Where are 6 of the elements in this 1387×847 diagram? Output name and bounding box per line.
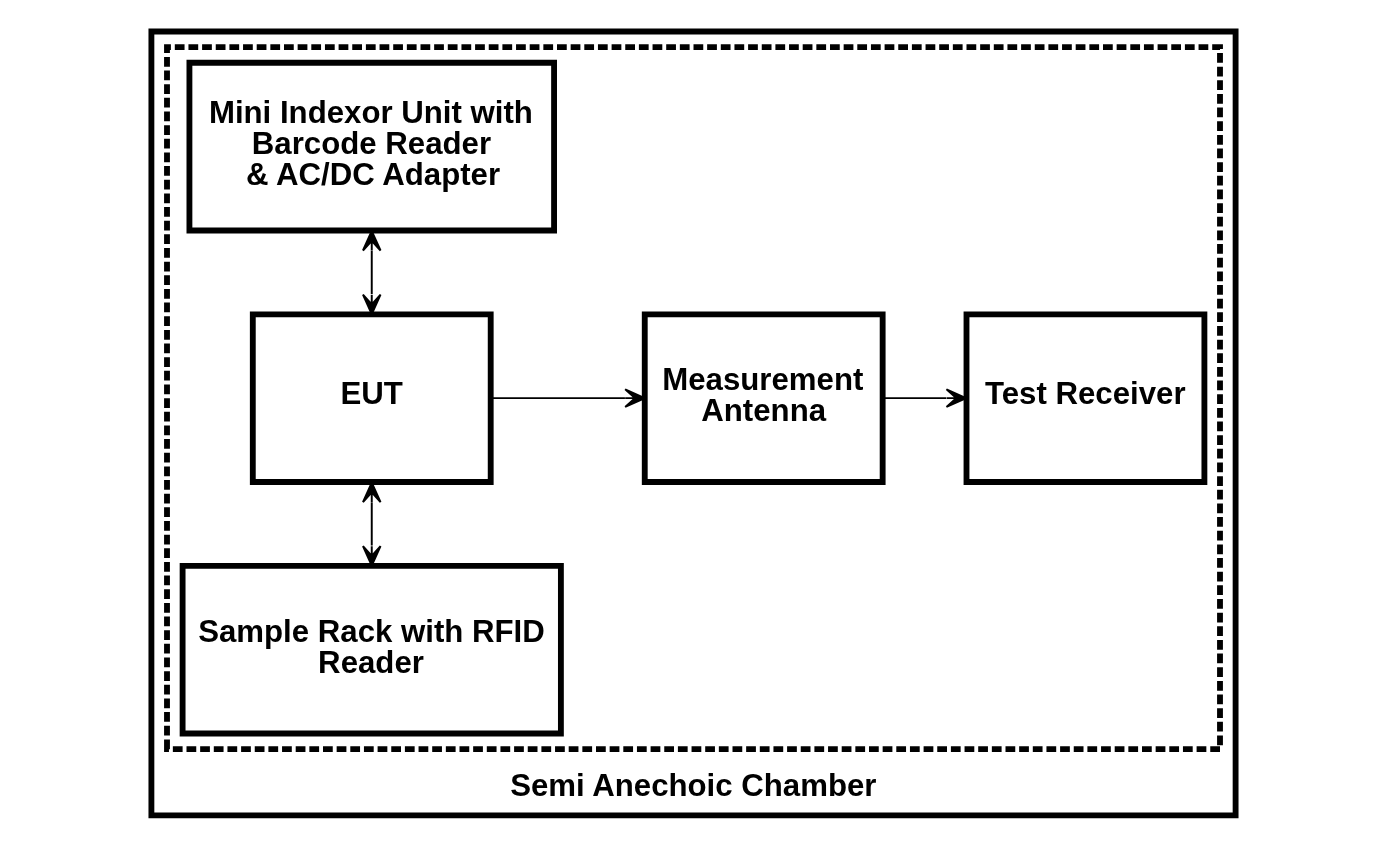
node-box: Test Receiver [963,311,1208,485]
arrow [882,388,967,408]
node-box: Mini Indexor Unit with Barcode Reader & AC/DC Adapter [186,59,557,234]
node-box: EUT [249,311,494,485]
node-box: Sample Rack with RFID Reader [179,562,564,737]
node-box: Measurement Antenna [641,311,886,485]
